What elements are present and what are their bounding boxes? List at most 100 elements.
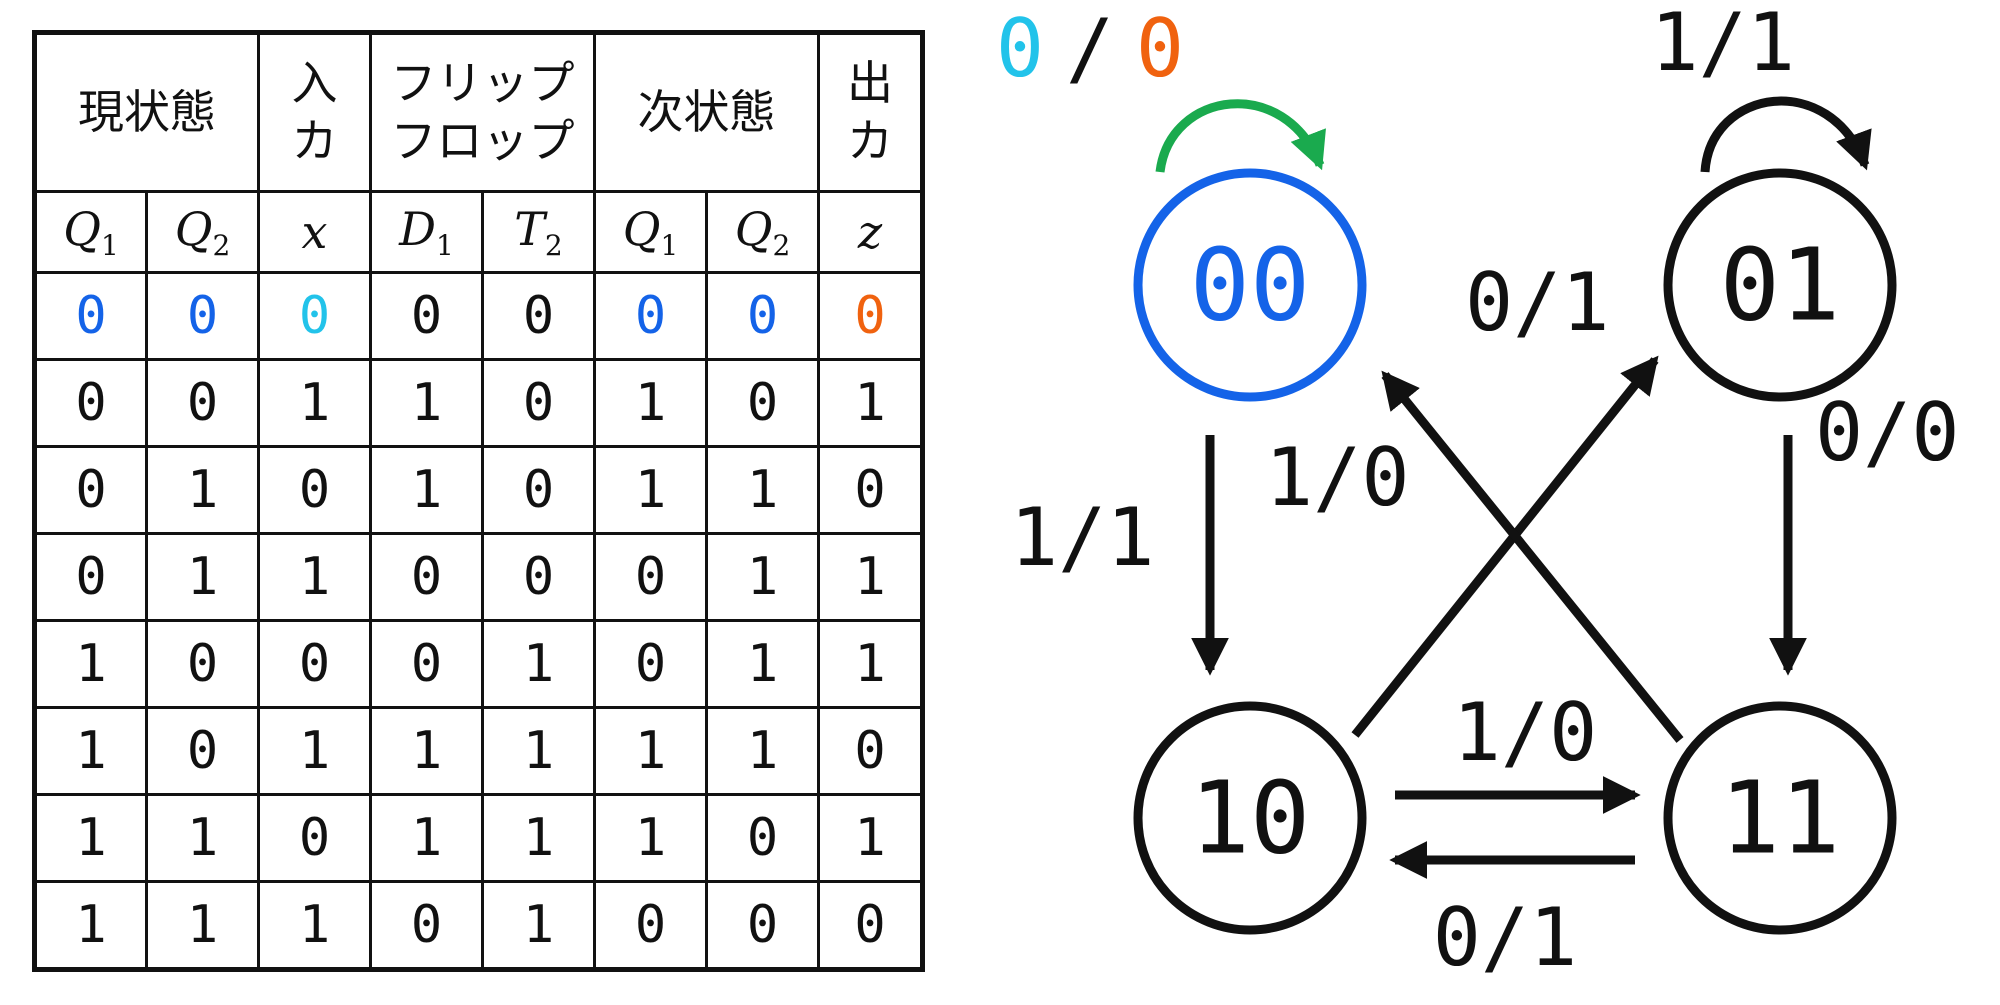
table-cell: 1	[481, 880, 596, 971]
state-circle-00	[1133, 168, 1367, 402]
table-cell: 0	[817, 880, 924, 971]
table-cell: 1	[33, 619, 148, 709]
table-cell: 1	[481, 619, 596, 709]
header-flipflop-line-1: フリップ	[390, 56, 575, 110]
table-cell: 1	[33, 880, 148, 971]
table-cell: 1	[145, 793, 260, 883]
table-cell: 1	[817, 793, 924, 883]
header-next-state: 次状態	[593, 31, 820, 193]
table-cell: 1	[33, 706, 148, 796]
state-label-11: 11	[1720, 760, 1840, 877]
table-cell: 0	[705, 880, 820, 971]
state-circle-10	[1133, 701, 1367, 935]
table-cell: 1	[257, 532, 372, 622]
table-cell: 0	[257, 619, 372, 709]
variable-subscript: 2	[772, 229, 791, 263]
table-cell: 1	[145, 880, 260, 971]
variable-header-4: T2	[481, 190, 596, 274]
variable-name: T	[514, 201, 545, 256]
variable-header-1: Q2	[145, 190, 260, 274]
self-loop-arrow-01	[1700, 96, 1872, 173]
table-cell: 0	[257, 271, 372, 361]
variable-subscript: 1	[100, 229, 119, 263]
table-cell: 0	[145, 706, 260, 796]
state-circle-11	[1663, 701, 1897, 935]
group-header-row: 現状態 入 カ フリップ フロップ 次状態 出 カ	[33, 31, 924, 193]
header-output: 出 カ	[817, 31, 924, 193]
table-cell: 1	[817, 619, 924, 709]
table-cell: 1	[593, 793, 708, 883]
table-cell: 0	[33, 445, 148, 535]
label-01-self: 1/1	[1651, 0, 1796, 89]
table-cell: 1	[593, 358, 708, 448]
table-cell: 1	[593, 445, 708, 535]
table-cell: 0	[33, 271, 148, 361]
variable-header-2: x	[257, 190, 372, 274]
table-cell: 1	[705, 619, 820, 709]
header-flipflop-line-2: フロップ	[390, 113, 575, 168]
table-cell: 1	[705, 445, 820, 535]
table-cell: 0	[705, 358, 820, 448]
variable-name: z	[857, 205, 883, 259]
state-node-01: 01	[1663, 168, 1897, 402]
table-cell: 0	[145, 271, 260, 361]
variable-header-5: Q1	[593, 190, 708, 274]
table-cell: 0	[369, 880, 484, 971]
table-cell: 1	[145, 532, 260, 622]
table-cell: 1	[481, 706, 596, 796]
label-00-to-10: 1/1	[1010, 491, 1155, 584]
table-cell: 0	[481, 532, 596, 622]
label-11-to-01: 0/1	[1465, 256, 1610, 349]
header-output-line-1: 出	[847, 56, 893, 110]
table-cell: 0	[481, 358, 596, 448]
table-cell: 0	[593, 619, 708, 709]
table-cell: 0	[257, 793, 372, 883]
variable-subscript: 1	[436, 229, 454, 263]
header-output-line-2: カ	[847, 113, 893, 168]
table-cell: 0	[705, 793, 820, 883]
table-cell: 0	[257, 445, 372, 535]
label-11-to-10: 0/1	[1433, 891, 1578, 984]
label-01-to-11: 0/0	[1815, 386, 1960, 479]
table-cell: 1	[369, 445, 484, 535]
variable-header-7: z	[817, 190, 924, 274]
variable-subscript: 2	[544, 229, 563, 263]
table-cell: 1	[33, 793, 148, 883]
legend-input: 0	[996, 2, 1044, 95]
legend: 0 / 0	[996, 2, 1184, 95]
table-cell: 0	[481, 271, 596, 361]
variable-header-0: Q1	[33, 190, 148, 274]
table-cell: 1	[257, 706, 372, 796]
label-11-to-00: 1/0	[1265, 431, 1410, 524]
arrow-10-to-01	[1351, 355, 1659, 738]
variable-subscript: 1	[660, 229, 679, 263]
table-cell: 1	[257, 880, 372, 971]
variable-header-3: D1	[369, 190, 484, 274]
table-cell: 1	[481, 793, 596, 883]
table-cell: 0	[593, 880, 708, 971]
table-cell: 0	[817, 706, 924, 796]
variable-name: Q	[734, 201, 773, 256]
table-cell: 1	[705, 532, 820, 622]
table-cell: 0	[369, 532, 484, 622]
table-cell: 0	[593, 271, 708, 361]
table-cell: 0	[705, 271, 820, 361]
table-cell: 1	[369, 706, 484, 796]
state-node-10: 10	[1133, 701, 1367, 935]
header-input-line-2: カ	[291, 113, 338, 168]
state-node-11: 11	[1663, 701, 1897, 935]
table-cell: 1	[817, 532, 924, 622]
variable-name: x	[301, 205, 328, 259]
table-cell: 0	[481, 445, 596, 535]
state-label-00: 00	[1190, 227, 1310, 344]
state-node-00: 00	[1133, 168, 1367, 402]
